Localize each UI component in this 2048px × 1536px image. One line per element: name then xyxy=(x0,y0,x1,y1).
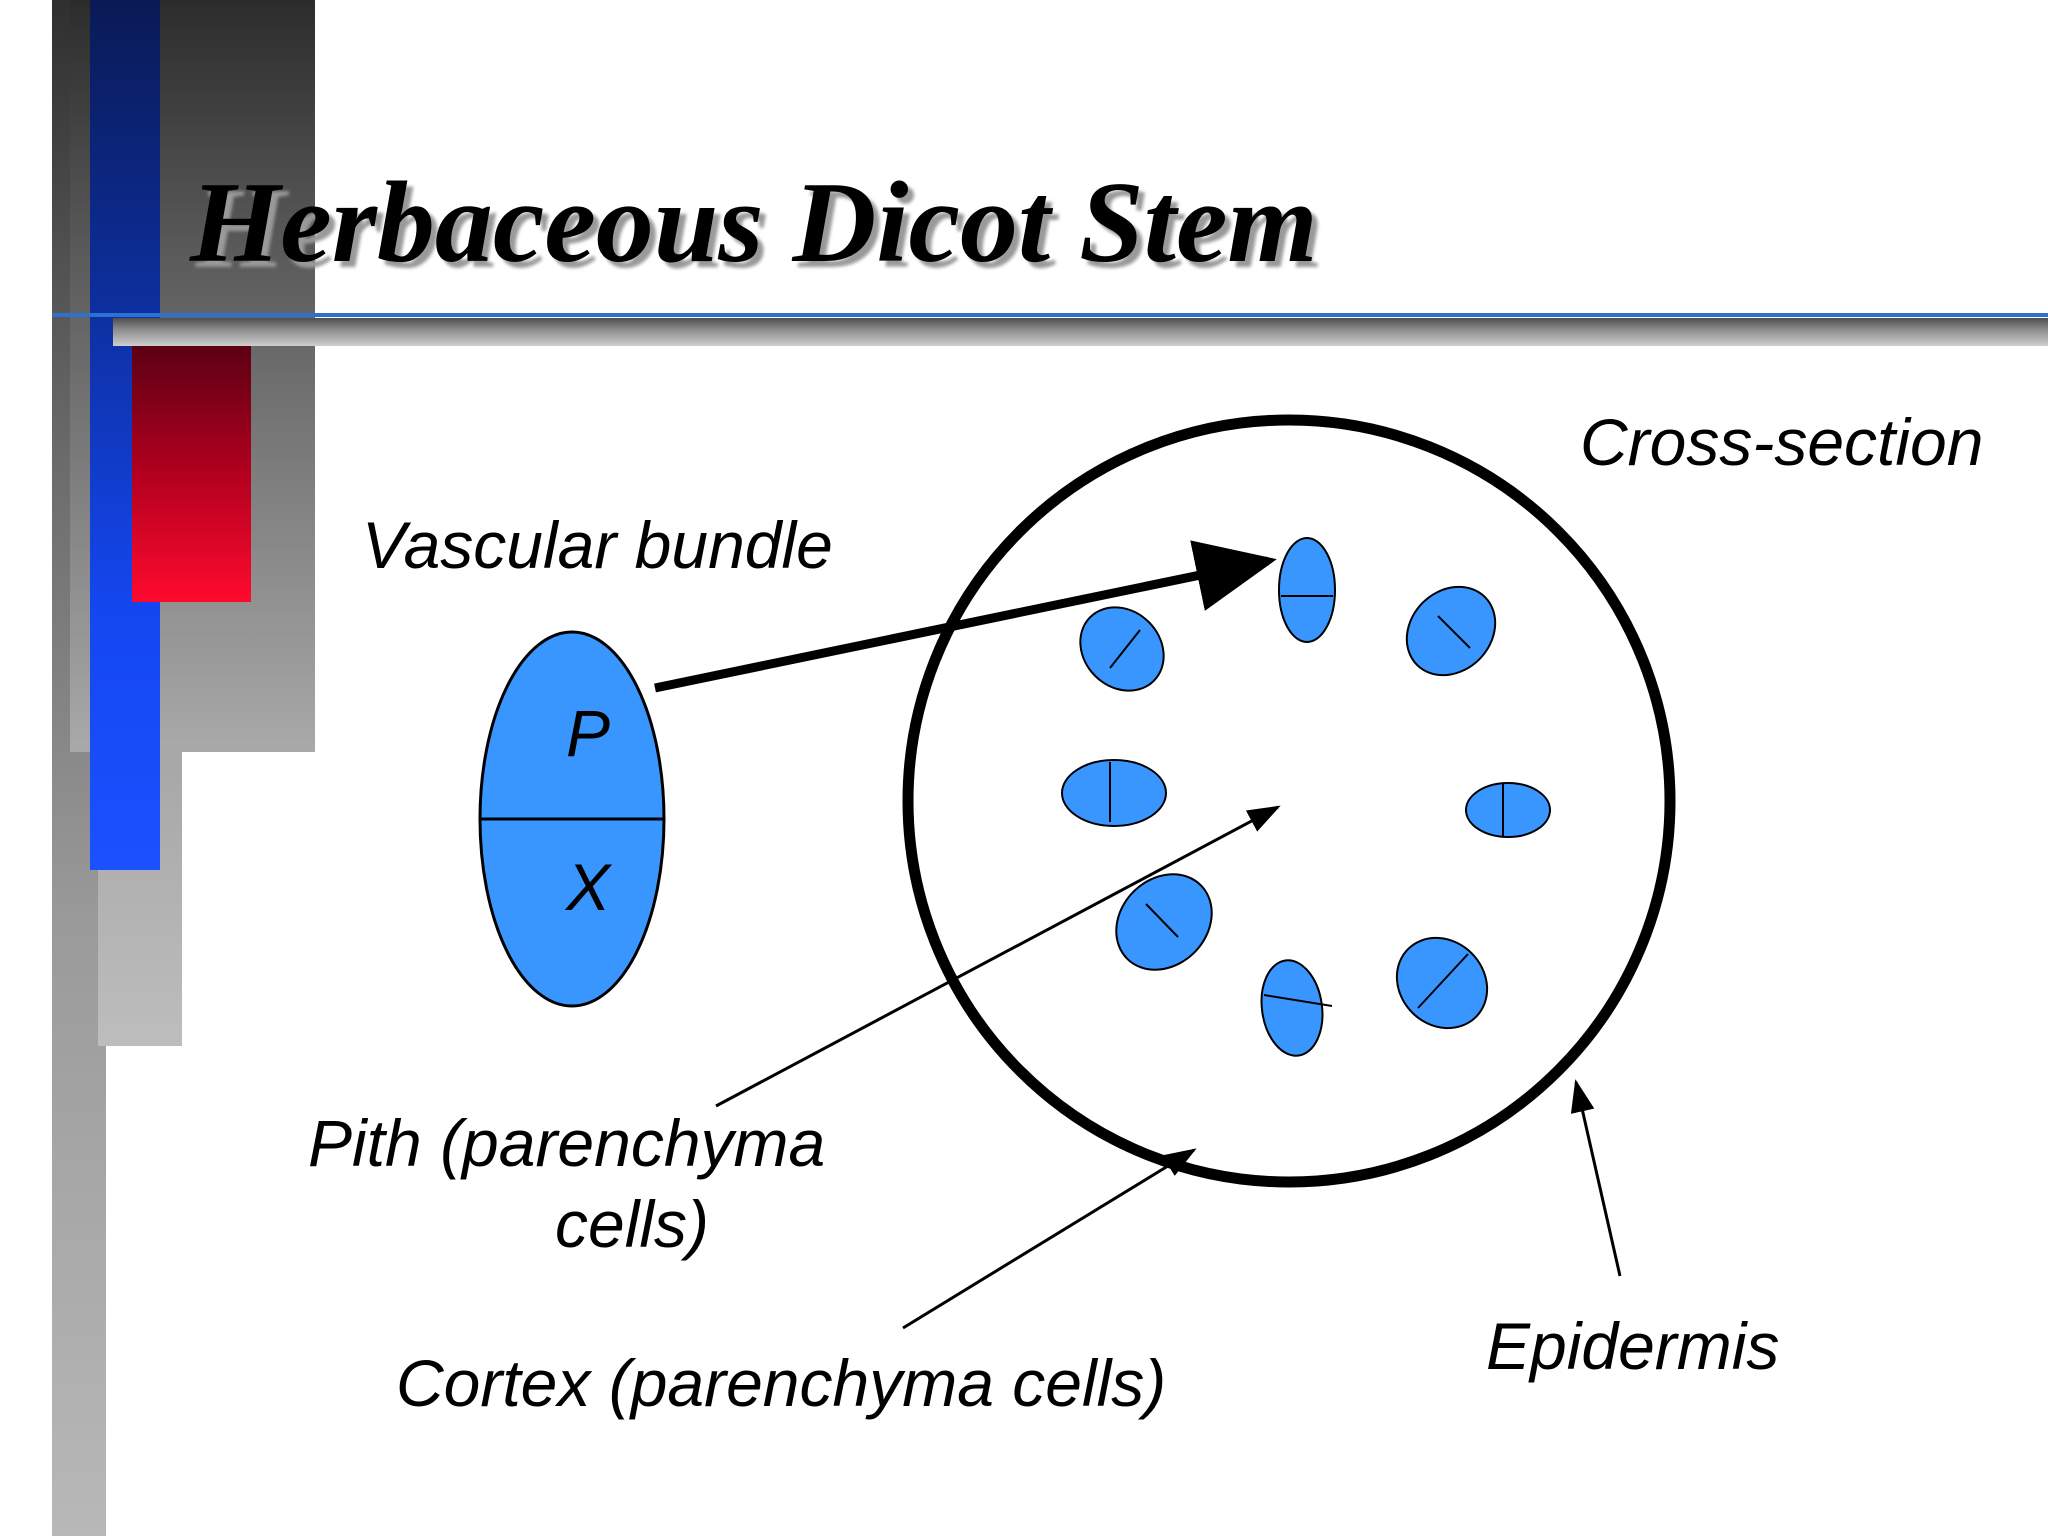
phloem-letter: P xyxy=(566,696,610,770)
vascular-bundle xyxy=(1395,936,1489,1030)
pith-label-line1: Pith (parenchyma xyxy=(308,1106,825,1180)
decorative-red-block xyxy=(132,346,251,602)
cortex-label: Cortex (parenchyma cells) xyxy=(396,1346,1166,1420)
vascular-bundle xyxy=(1079,606,1165,692)
vascular-bundle-ring xyxy=(1061,537,1551,1057)
pith-label-line2: cells) xyxy=(555,1187,709,1261)
vascular-bundle xyxy=(1061,759,1167,827)
vascular-bundle xyxy=(1405,585,1497,677)
slide-title: Herbaceous Dicot Stem xyxy=(190,159,1318,287)
enlarged-vascular-bundle: P X xyxy=(478,630,666,1008)
title-underline-gray xyxy=(113,318,2048,346)
vascular-bundle xyxy=(1465,782,1551,838)
vascular-bundle xyxy=(1260,959,1333,1057)
xylem-letter: X xyxy=(564,850,613,924)
title-underline-blue xyxy=(52,313,2048,317)
epidermis-arrow xyxy=(1570,1079,1622,1277)
vascular-bundle xyxy=(1115,873,1213,971)
cross-section-label: Cross-section xyxy=(1580,405,1983,479)
epidermis-circle xyxy=(902,414,1676,1188)
vascular-bundle-arrow xyxy=(654,540,1277,693)
epidermis-label: Epidermis xyxy=(1486,1309,1779,1383)
pith-arrow xyxy=(715,805,1281,1108)
cortex-arrow xyxy=(902,1148,1197,1330)
vascular-bundle xyxy=(1278,537,1336,643)
vascular-bundle-label: Vascular bundle xyxy=(362,508,833,582)
